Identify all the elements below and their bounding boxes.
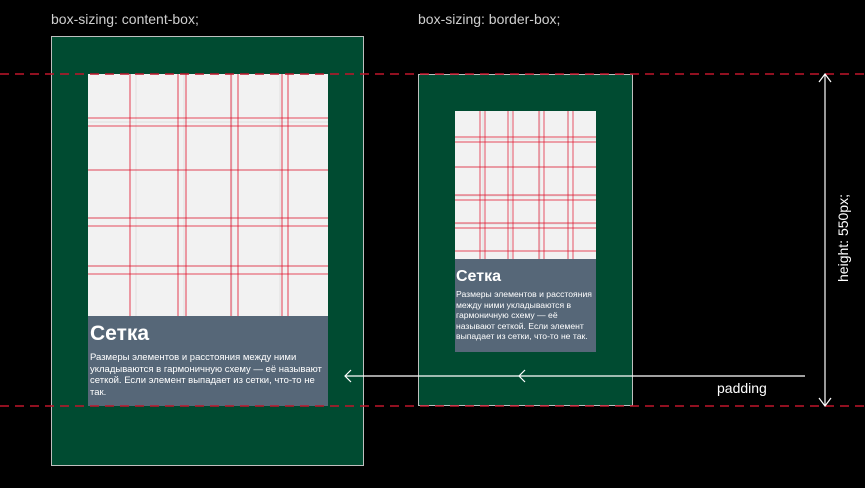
border-box-card: Сетка Размеры элементов и расстояния меж… (455, 111, 596, 352)
content-box-label: box-sizing: content-box; (51, 11, 199, 27)
card-title: Сетка (456, 268, 501, 285)
height-arrow (818, 73, 832, 407)
card-title: Сетка (90, 322, 150, 345)
border-box-label: box-sizing: border-box; (418, 11, 561, 27)
card-text: Размеры элементов и расстояния между ним… (456, 289, 592, 342)
padding-label: padding (717, 380, 767, 396)
content-box-card: Сетка Размеры элементов и расстояния меж… (88, 74, 328, 406)
card-body: Сетка Размеры элементов и расстояния меж… (455, 259, 596, 352)
grid-illustration (88, 74, 328, 316)
card-body: Сетка Размеры элементов и расстояния меж… (88, 316, 328, 406)
grid-illustration (455, 111, 596, 259)
card-text: Размеры элементов и расстояния между ним… (90, 352, 322, 398)
height-label: height: 550px; (835, 194, 851, 282)
